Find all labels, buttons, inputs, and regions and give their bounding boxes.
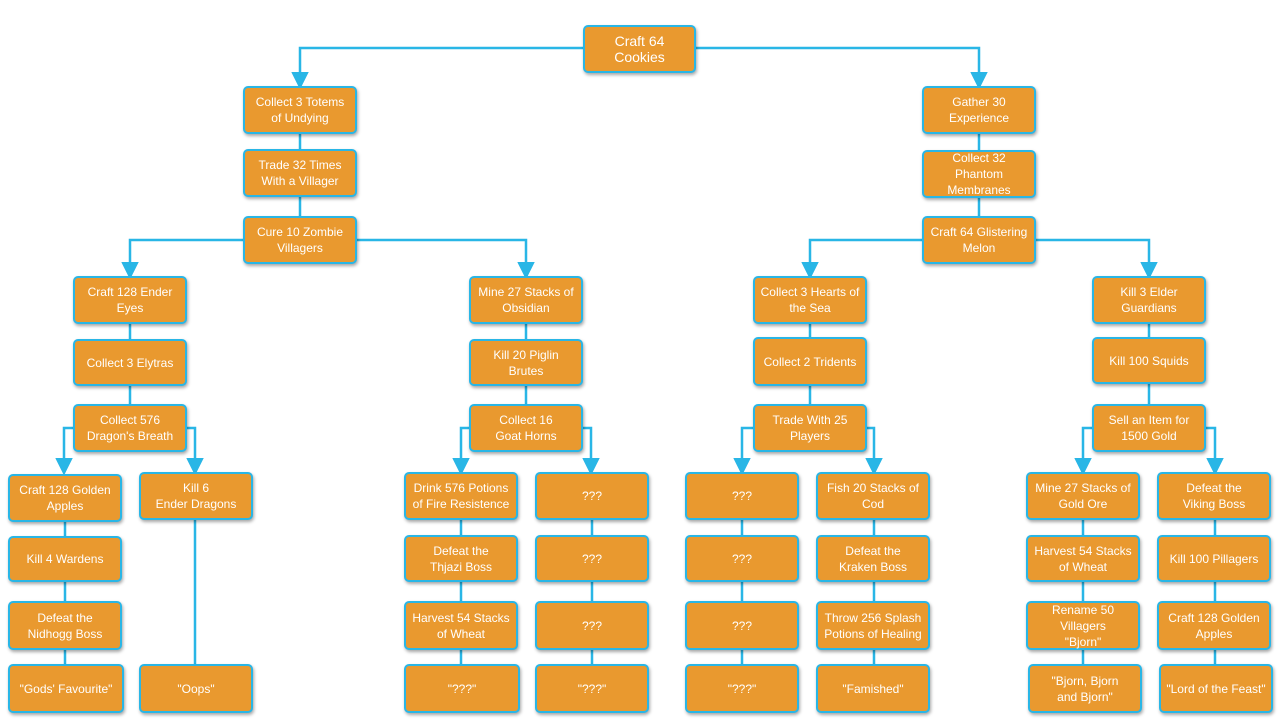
node-c-1: Collect 3 Hearts of the Sea: [753, 276, 867, 324]
node-b-3: Collect 16 Goat Horns: [469, 404, 583, 452]
node-a-1: Craft 128 Ender Eyes: [73, 276, 187, 324]
node-b-left-2: Defeat the Thjazi Boss: [404, 535, 518, 582]
node-b-right-2: ???: [535, 535, 649, 582]
node-b-right-1: ???: [535, 472, 649, 520]
node-a-3: Collect 576 Dragon's Breath: [73, 404, 187, 452]
connector-b-fork-right: [582, 426, 600, 476]
node-c-left-4: "???": [685, 664, 799, 713]
node-left-3: Cure 10 Zombie Villagers: [243, 216, 357, 264]
connector-split-d: [1036, 238, 1158, 280]
connector-d-fork-left: [1074, 426, 1092, 476]
node-c-2: Collect 2 Tridents: [753, 337, 867, 386]
node-d-right-2: Kill 100 Pillagers: [1157, 535, 1271, 582]
node-a-left-1: Craft 128 Golden Apples: [8, 474, 122, 522]
connector-b-fork-left: [452, 426, 470, 476]
node-d-right-4: "Lord of the Feast": [1159, 664, 1273, 713]
node-d-right-1: Defeat the Viking Boss: [1157, 472, 1271, 520]
connector-a-fork-left: [55, 426, 73, 476]
node-a-left-4: "Gods' Favourite": [8, 664, 124, 713]
connector-c-fork-right: [865, 426, 883, 476]
connector-c-fork-left: [733, 426, 753, 476]
node-d-right-3: Craft 128 Golden Apples: [1157, 601, 1271, 650]
node-d-3: Sell an Item for 1500 Gold: [1092, 404, 1206, 452]
connector-root-right: [695, 46, 988, 90]
connector-a-fork-right: [186, 426, 204, 476]
node-c-left-2: ???: [685, 535, 799, 582]
node-d-left-1: Mine 27 Stacks of Gold Ore: [1026, 472, 1140, 520]
node-right-3: Craft 64 Glistering Melon: [922, 216, 1036, 264]
node-b-2: Kill 20 Piglin Brutes: [469, 339, 583, 386]
node-d-2: Kill 100 Squids: [1092, 337, 1206, 384]
node-d-left-2: Harvest 54 Stacks of Wheat: [1026, 535, 1140, 582]
node-c-right-4: "Famished": [816, 664, 930, 713]
node-b-left-4: "???": [404, 664, 520, 713]
node-right-2: Collect 32 Phantom Membranes: [922, 150, 1036, 198]
node-c-right-3: Throw 256 Splash Potions of Healing: [816, 601, 930, 650]
node-b-left-1: Drink 576 Potions of Fire Resistence: [404, 472, 518, 520]
node-right-1: Gather 30 Experience: [922, 86, 1036, 134]
node-d-left-4: "Bjorn, Bjorn and Bjorn": [1028, 664, 1142, 713]
node-left-1: Collect 3 Totems of Undying: [243, 86, 357, 134]
connector-split-c: [801, 238, 923, 280]
connector-root-left: [291, 46, 583, 90]
node-left-2: Trade 32 Times With a Villager: [243, 149, 357, 197]
node-a-right-2: "Oops": [139, 664, 253, 713]
node-d-left-3: Rename 50 Villagers "Bjorn": [1026, 601, 1140, 650]
node-a-right-1: Kill 6 Ender Dragons: [139, 472, 253, 520]
node-b-right-3: ???: [535, 601, 649, 650]
node-c-left-3: ???: [685, 601, 799, 650]
connector-split-b: [357, 238, 535, 280]
connector-d-fork-right: [1206, 426, 1224, 476]
node-c-right-2: Defeat the Kraken Boss: [816, 535, 930, 582]
node-a-2: Collect 3 Elytras: [73, 339, 187, 386]
connector-split-a: [121, 238, 243, 280]
node-b-right-4: "???": [535, 664, 649, 713]
node-root: Craft 64 Cookies: [583, 25, 696, 73]
node-a-left-2: Kill 4 Wardens: [8, 536, 122, 582]
node-c-3: Trade With 25 Players: [753, 404, 867, 452]
node-b-left-3: Harvest 54 Stacks of Wheat: [404, 601, 518, 650]
node-c-right-1: Fish 20 Stacks of Cod: [816, 472, 930, 520]
node-a-left-3: Defeat the Nidhogg Boss: [8, 601, 122, 650]
node-b-1: Mine 27 Stacks of Obsidian: [469, 276, 583, 324]
node-c-left-1: ???: [685, 472, 799, 520]
node-d-1: Kill 3 Elder Guardians: [1092, 276, 1206, 324]
